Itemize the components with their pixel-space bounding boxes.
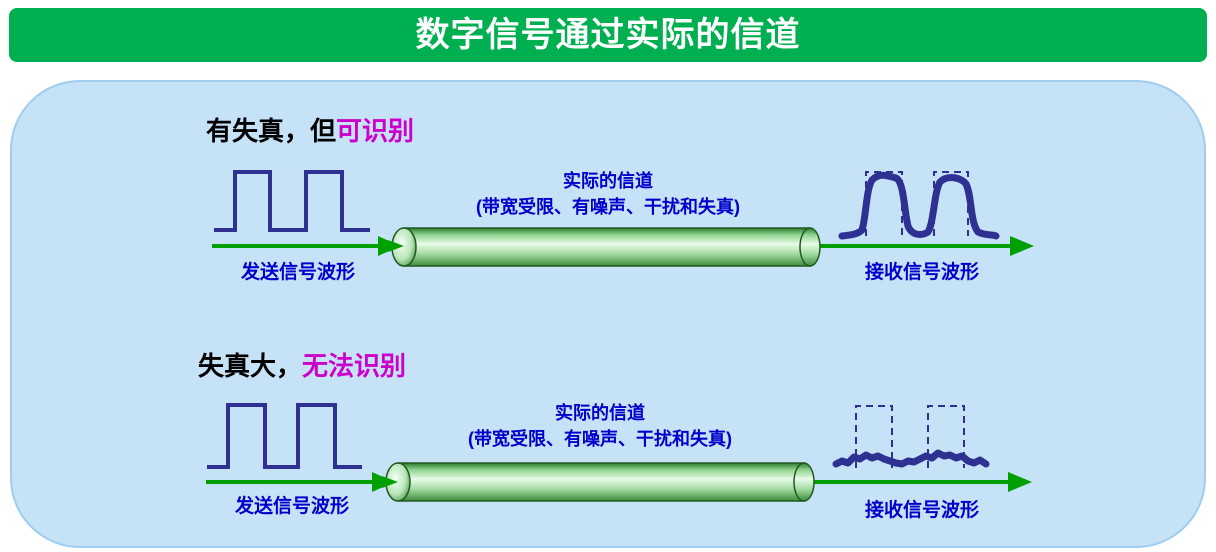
- scenario-2-heading-highlight: 无法识别: [302, 351, 406, 381]
- scenario-2-send-label: 发送信号波形: [234, 494, 349, 517]
- scenario-2-send-waveform: [207, 403, 362, 469]
- scenario-2-channel-label-line2: (带宽受限、有噪声、干扰和失真): [468, 428, 732, 449]
- page-title: 数字信号通过实际的信道: [415, 15, 801, 55]
- scenario-1-send-label: 发送信号波形: [240, 260, 355, 283]
- scenario-2-heading: 失真大，无法识别: [198, 351, 406, 381]
- scenario-2-receive-waveform: [832, 449, 990, 468]
- scenario-2-channel-label-line1: 实际的信道: [555, 402, 645, 423]
- scenario-2-channel-tube: [385, 462, 815, 502]
- scenario-2: 失真大，无法识别 实际的信道 (带宽受限、有噪声、干扰和失真) 发送信号波形 接…: [198, 351, 1032, 521]
- scenario-1-heading: 有失真，但可识别: [206, 116, 414, 146]
- scenario-1-heading-prefix: 有失真，但: [206, 116, 336, 146]
- scenario-1-channel-label-line2: (带宽受限、有噪声、干扰和失真): [476, 196, 740, 217]
- scenario-1-reference-pulses: [865, 171, 969, 236]
- scenario-2-receive-label: 接收信号波形: [865, 498, 979, 521]
- scenario-1-receive-waveform: [838, 171, 1000, 240]
- scenario-1-receive-label: 接收信号波形: [865, 260, 979, 283]
- scenario-2-arrow-head-end: [1008, 472, 1032, 492]
- scenario-1-arrow-head-end: [1010, 236, 1034, 256]
- scenario-1-heading-highlight: 可识别: [336, 116, 414, 146]
- scenario-2-reference-pulses: [855, 405, 965, 468]
- scenario-1: 有失真，但可识别 实际的信道 (带宽受限、有噪声、干扰和失真) 发送信号波形 接…: [206, 116, 1034, 283]
- scenario-1-send-waveform: [214, 170, 370, 232]
- scenario-1-channel-label-line1: 实际的信道: [563, 170, 653, 191]
- title-bar: 数字信号通过实际的信道: [9, 8, 1207, 62]
- scenario-1-channel-tube: [391, 227, 821, 267]
- scenario-2-heading-prefix: 失真大，: [198, 351, 302, 381]
